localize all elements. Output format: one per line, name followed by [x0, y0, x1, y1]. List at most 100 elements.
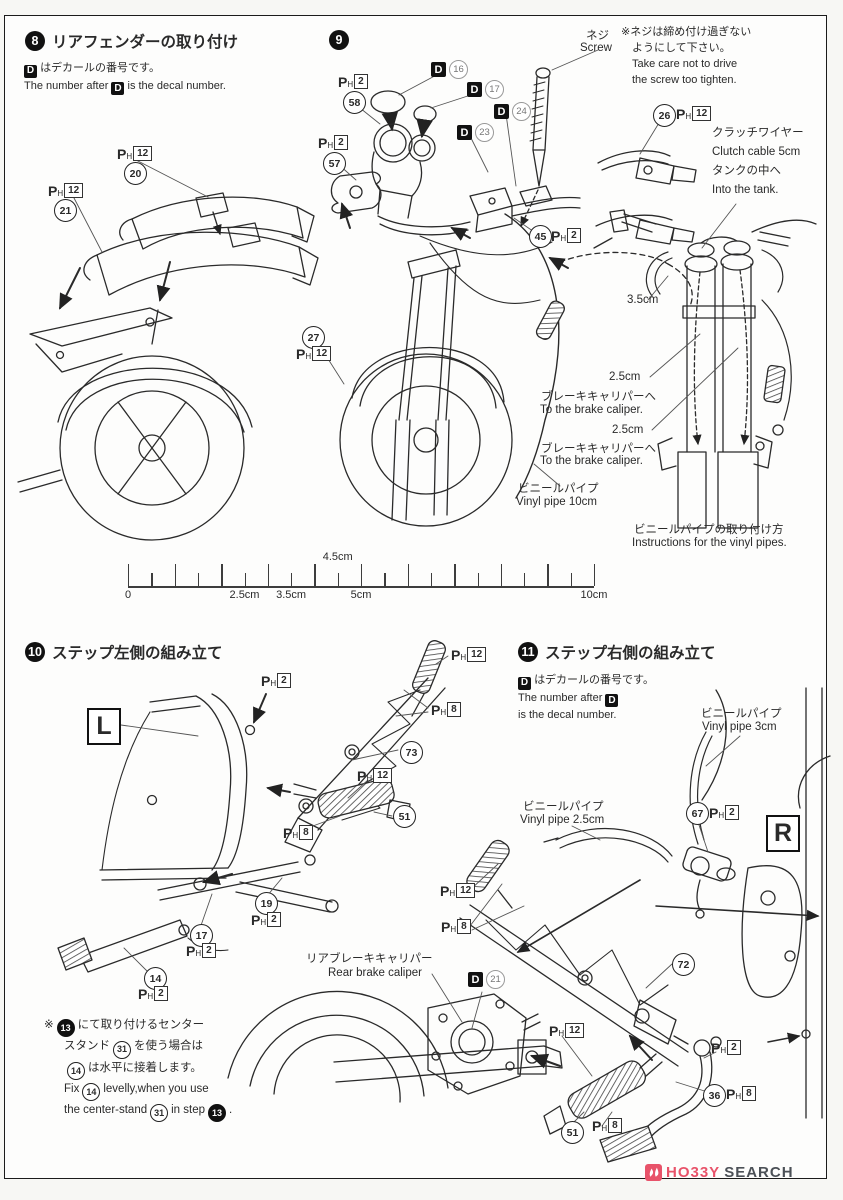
- ruler-tick: [500, 564, 503, 586]
- screw-flag-icon: P: [441, 919, 451, 935]
- annotation-text: ビニールパイプ: [523, 801, 604, 813]
- step11-number: 11: [518, 642, 538, 662]
- decal-note-step8: D はデカールの番号です。 The number after D is the …: [24, 62, 226, 95]
- step8-number: 8: [25, 31, 45, 51]
- step8-rear-fender-drawing: [17, 192, 319, 541]
- screw-flag-icon: P: [549, 1023, 559, 1039]
- decal-d-icon: D: [24, 64, 37, 78]
- ruler-tick: [384, 573, 386, 586]
- step10-title: ステップ左側の組み立て: [52, 645, 223, 662]
- annotation-text: ビニールパイプの取り付け方: [634, 524, 784, 536]
- screw-flag-icon: P: [296, 346, 306, 362]
- annotation-text: To the brake caliper.: [540, 455, 643, 467]
- part-number: 36: [703, 1084, 726, 1107]
- ruler-label-above: 4.5cm: [322, 551, 353, 563]
- part-number: 20: [124, 162, 147, 185]
- ruler-label: 3.5cm: [276, 589, 307, 601]
- annotation-text: ブレーキキャリパーへ: [541, 443, 656, 455]
- part-number: 26: [653, 104, 676, 127]
- annotation-text: Vinyl pipe 2.5cm: [520, 814, 605, 826]
- step9-header: 9: [329, 30, 349, 50]
- screw-flag-icon: P: [138, 986, 148, 1002]
- ruler-tick: [594, 564, 596, 586]
- part-number: 45: [529, 225, 552, 248]
- screw-warning-note: ※ネジは締め付け過ぎない ようにして下さい。 Take care not to …: [621, 26, 752, 86]
- ruler-tick: [477, 573, 479, 586]
- ruler-tick: [454, 564, 456, 586]
- right-side-marker: R: [766, 815, 800, 852]
- part-number: 14: [144, 967, 167, 990]
- watermark-brand-first: HO33Y: [666, 1164, 721, 1181]
- decal-d-icon: D: [468, 972, 483, 987]
- annotation-text: Screw: [580, 42, 612, 54]
- step8-title: リアフェンダーの取り付け: [52, 34, 239, 51]
- rear-brake-caliper-drawing: [227, 990, 563, 1103]
- hobby-search-watermark: HO33Y SEARCH: [645, 1164, 794, 1181]
- ruler-tick: [570, 573, 573, 586]
- annotation-text: リアブレーキキャリパー: [306, 953, 433, 965]
- ruler-tick: [267, 564, 270, 586]
- hobby-search-flame-icon: [645, 1164, 662, 1181]
- decal-d-icon: D: [431, 62, 446, 77]
- part14-inline-number: 14: [82, 1083, 101, 1101]
- step10-left-step-drawing: [57, 640, 446, 973]
- ruler-tick: [337, 573, 340, 586]
- annotation-text: 2.5cm: [609, 371, 641, 383]
- part-number: 21: [54, 199, 77, 222]
- part-number: 19: [255, 892, 278, 915]
- step9-number: 9: [329, 30, 349, 50]
- part-number: 67: [686, 802, 709, 825]
- step13-inline-number: 13: [56, 1019, 75, 1038]
- step11-title: ステップ右側の組み立て: [545, 645, 716, 662]
- screw-flag-icon: P: [117, 146, 127, 162]
- part-number: 51: [393, 805, 416, 828]
- step10-number: 10: [25, 642, 45, 662]
- part31-inline-number: 31: [113, 1040, 131, 1059]
- decal-d-icon: D: [518, 676, 531, 690]
- annotation-text: Instructions for the vinyl pipes.: [632, 537, 787, 549]
- decal-d-icon: D: [457, 125, 472, 140]
- ruler-baseline: [128, 586, 594, 588]
- screw-flag-icon: P: [283, 825, 293, 841]
- screw-flag-icon: P: [318, 135, 328, 151]
- part-number: 17: [190, 924, 213, 947]
- annotation-text: Rear brake caliper: [328, 967, 422, 979]
- annotation-text: 3.5cm: [627, 294, 659, 306]
- screw-flag-icon: P: [357, 768, 367, 784]
- screw-flag-icon: P: [592, 1118, 602, 1134]
- ruler-tick: [221, 564, 223, 586]
- watermark-brand-second: SEARCH: [724, 1164, 794, 1181]
- ruler-tick: [197, 573, 200, 586]
- part-number: 58: [343, 91, 366, 114]
- fork-vinyl-pipe-detail-drawing: [609, 209, 817, 529]
- ruler-label: 5cm: [350, 589, 372, 601]
- screw-flag-icon: P: [431, 702, 441, 718]
- screw-flag-icon: P: [711, 1040, 721, 1056]
- part31-inline-number: 31: [150, 1104, 169, 1123]
- sheet-border: [4, 15, 827, 1179]
- part14-inline-number: 14: [67, 1061, 85, 1080]
- screw-flag-icon: P: [551, 228, 561, 244]
- part-number: 72: [672, 953, 695, 976]
- screw-flag-icon: P: [709, 805, 719, 821]
